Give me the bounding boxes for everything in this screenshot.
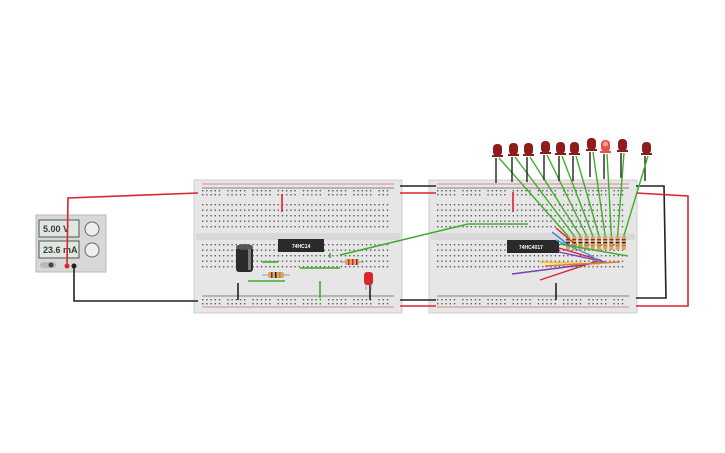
capacitor[interactable] [236, 244, 253, 272]
led-3[interactable] [523, 143, 581, 237]
chip-74hc4017-label: 74HC4017 [519, 245, 543, 251]
led-5[interactable] [555, 142, 594, 237]
current-knob[interactable] [84, 242, 100, 258]
output-wire [555, 227, 576, 245]
current-readout: 23.6 mA [43, 245, 78, 255]
array-resistor[interactable] [597, 236, 601, 250]
power-wires [66, 185, 689, 307]
output-wire [511, 251, 606, 275]
wire-psu-positive [66, 192, 199, 267]
left-green-wires [248, 223, 528, 298]
array-resistor[interactable] [584, 236, 589, 250]
right-board-components: 74HC4017 [507, 227, 629, 281]
led-8[interactable] [600, 140, 613, 237]
array-resistor[interactable] [615, 236, 620, 250]
indicator-led[interactable] [364, 272, 373, 290]
array-resistor[interactable] [578, 236, 583, 250]
wire-psu-negative [73, 266, 198, 302]
array-resistor[interactable] [621, 236, 626, 250]
output-wire [544, 261, 621, 267]
voltage-display [38, 219, 80, 238]
wire-right-loop-red [635, 192, 689, 307]
output-wire [539, 247, 603, 281]
breadboard-left-holes [202, 190, 389, 305]
array-resistor[interactable] [590, 236, 595, 250]
chip-74hc14[interactable] [278, 239, 324, 252]
current-display [38, 240, 80, 259]
psu-switch[interactable] [40, 262, 56, 268]
wire-clock-to-counter [339, 223, 528, 256]
resistor-2[interactable] [340, 259, 364, 265]
resistor-1[interactable] [262, 272, 290, 278]
voltage-knob[interactable] [84, 221, 100, 237]
power-supply[interactable]: 5.00 V 23.6 mA [35, 214, 107, 273]
breadboard-left[interactable] [193, 179, 403, 314]
led-row[interactable] [492, 138, 652, 237]
breadboard-right-center-channel [431, 233, 635, 240]
output-wire [551, 231, 571, 247]
output-wire [559, 243, 629, 257]
voltage-readout: 5.00 V [43, 224, 69, 234]
led-4[interactable] [540, 141, 588, 237]
led-1[interactable] [492, 144, 569, 237]
left-board-components: 74HC14 [236, 223, 528, 298]
led-7[interactable] [586, 138, 606, 237]
psu-switch-knob [48, 262, 54, 268]
chip-74hc4017[interactable] [507, 240, 559, 253]
chip-74hc14-label: 74HC14 [292, 244, 311, 250]
led-10[interactable] [623, 142, 652, 237]
array-resistor[interactable] [609, 236, 614, 250]
breadboard-left-center-channel [196, 233, 400, 240]
breadboard-right-holes [437, 190, 624, 305]
array-resistor[interactable] [603, 236, 608, 250]
led-6[interactable] [569, 142, 600, 237]
led-2[interactable] [508, 143, 575, 237]
led-9[interactable] [616, 139, 628, 237]
wire-right-loop-black [636, 185, 667, 299]
counter-output-wires [511, 227, 629, 281]
